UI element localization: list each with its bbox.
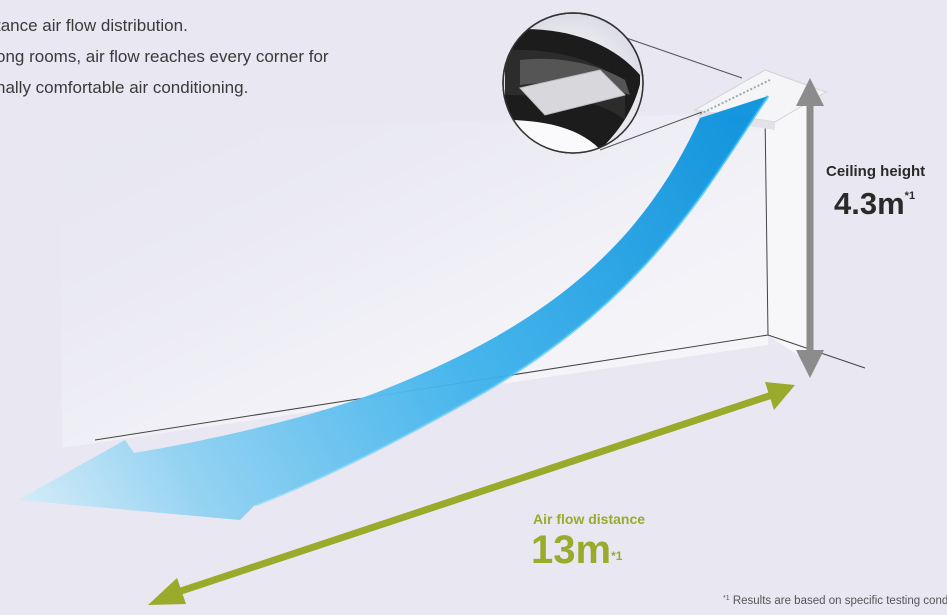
back-wall [60,112,768,448]
ceiling-height-number: 4.3m [834,186,905,221]
airflow-distance-arrow [148,382,795,605]
airflow-arrow [18,95,770,520]
wall-corner-line [764,111,769,336]
airflow-distance-label: Air flow distance [533,511,646,527]
intro-line-2: ong rooms, air flow reaches every corner… [0,47,329,66]
side-wall [765,95,808,362]
airflow-footnote-mark: *1 [611,549,623,563]
zoom-line-bottom [599,111,703,151]
intro-line-3: nally comfortable air conditioning. [0,78,249,97]
ceiling-footnote-mark: *1 [904,190,916,202]
ceiling-height-arrow [796,78,824,378]
footnote: *1 Results are based on specific testing… [723,595,947,607]
intro-line-1: tance air flow distribution. [0,16,188,35]
air-outlet-closeup-icon [502,12,644,154]
ceiling-height-label: Ceiling height [826,163,926,180]
airflow-distance-value: 13m*1 [531,528,622,572]
footnote-mark: *1 [723,595,730,602]
intro-text: tance air flow distribution. ong rooms, … [0,10,520,103]
footnote-text: Results are based on specific testing co… [732,595,947,607]
airflow-distance-number: 13m [531,528,612,572]
ceiling-height-value: 4.3m*1 [834,186,915,222]
